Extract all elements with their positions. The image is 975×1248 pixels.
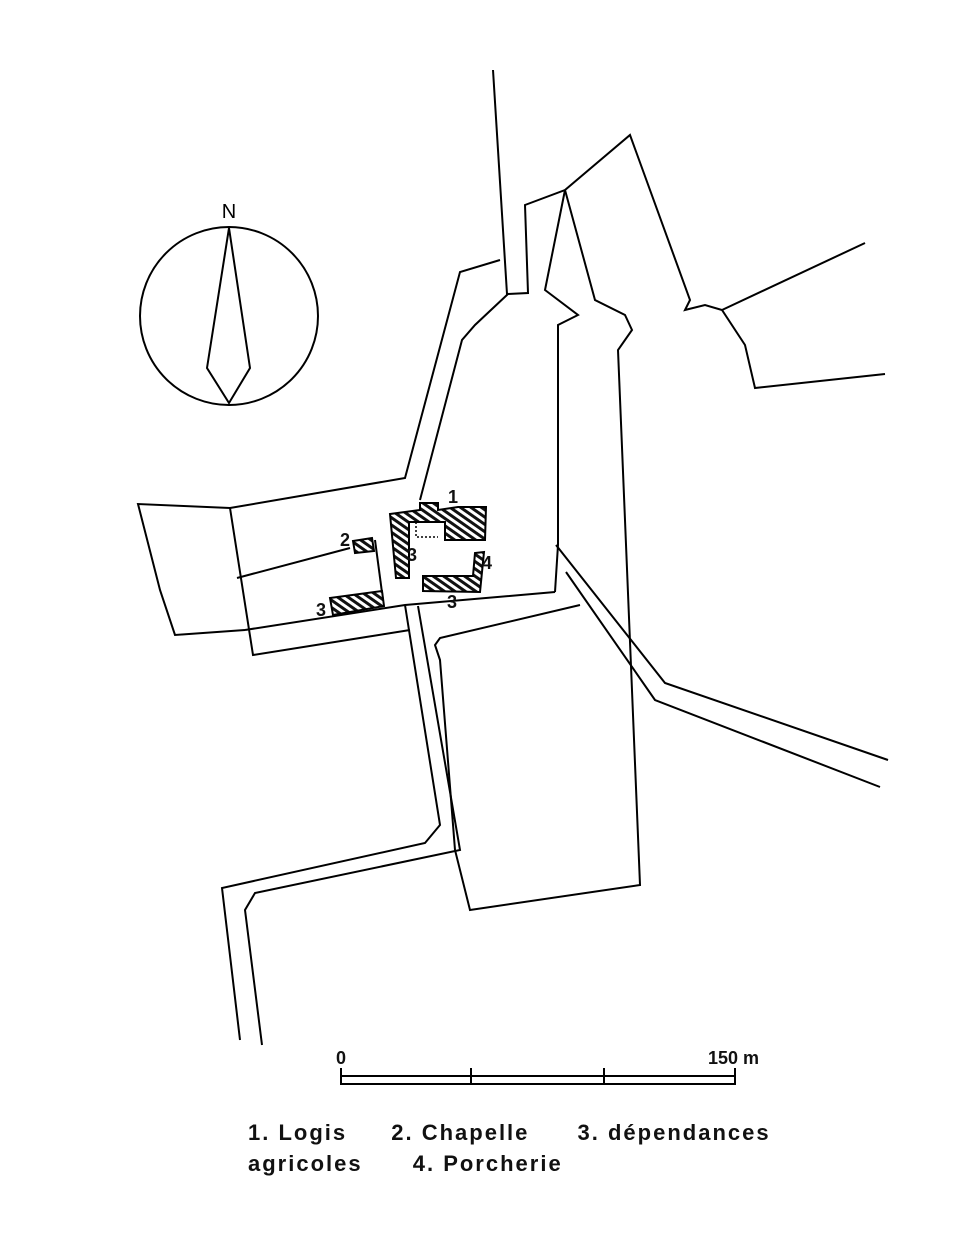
compass-rose-icon: N (139, 201, 319, 406)
legend-item-chapelle: 2. Chapelle (391, 1120, 530, 1145)
building-number-1: 1 (448, 487, 458, 507)
building-number-3: 3 (447, 592, 457, 612)
building-dependances-south (422, 550, 486, 594)
legend-item-dependances: 3. dépendances (577, 1120, 771, 1145)
legend-item-agricoles: agricoles (248, 1151, 363, 1176)
scale-bar: 0 150 m (336, 1048, 759, 1085)
scale-end-label: 150 m (708, 1048, 759, 1068)
scale-start-label: 0 (336, 1048, 346, 1068)
legend-line-1: 1. Logis 2. Chapelle 3. dépendances (248, 1120, 771, 1146)
legend-item-logis: 1. Logis (248, 1120, 348, 1145)
north-label: N (222, 201, 236, 223)
building-number-4: 4 (482, 553, 492, 573)
building-number-3: 3 (316, 600, 326, 620)
parcel-boundaries (136, 69, 889, 1046)
building-dependances-west (328, 589, 386, 617)
building-number-3: 3 (407, 545, 417, 565)
building-chapelle (351, 536, 376, 555)
buildings: 1 2 3 3 3 4 (316, 487, 492, 620)
building-logis-and-dependances (388, 502, 488, 579)
legend-line-2: agricoles 4. Porcherie (248, 1151, 563, 1177)
legend-item-porcherie: 4. Porcherie (412, 1151, 563, 1176)
dotted-outline (415, 522, 438, 538)
building-number-2: 2 (340, 530, 350, 550)
